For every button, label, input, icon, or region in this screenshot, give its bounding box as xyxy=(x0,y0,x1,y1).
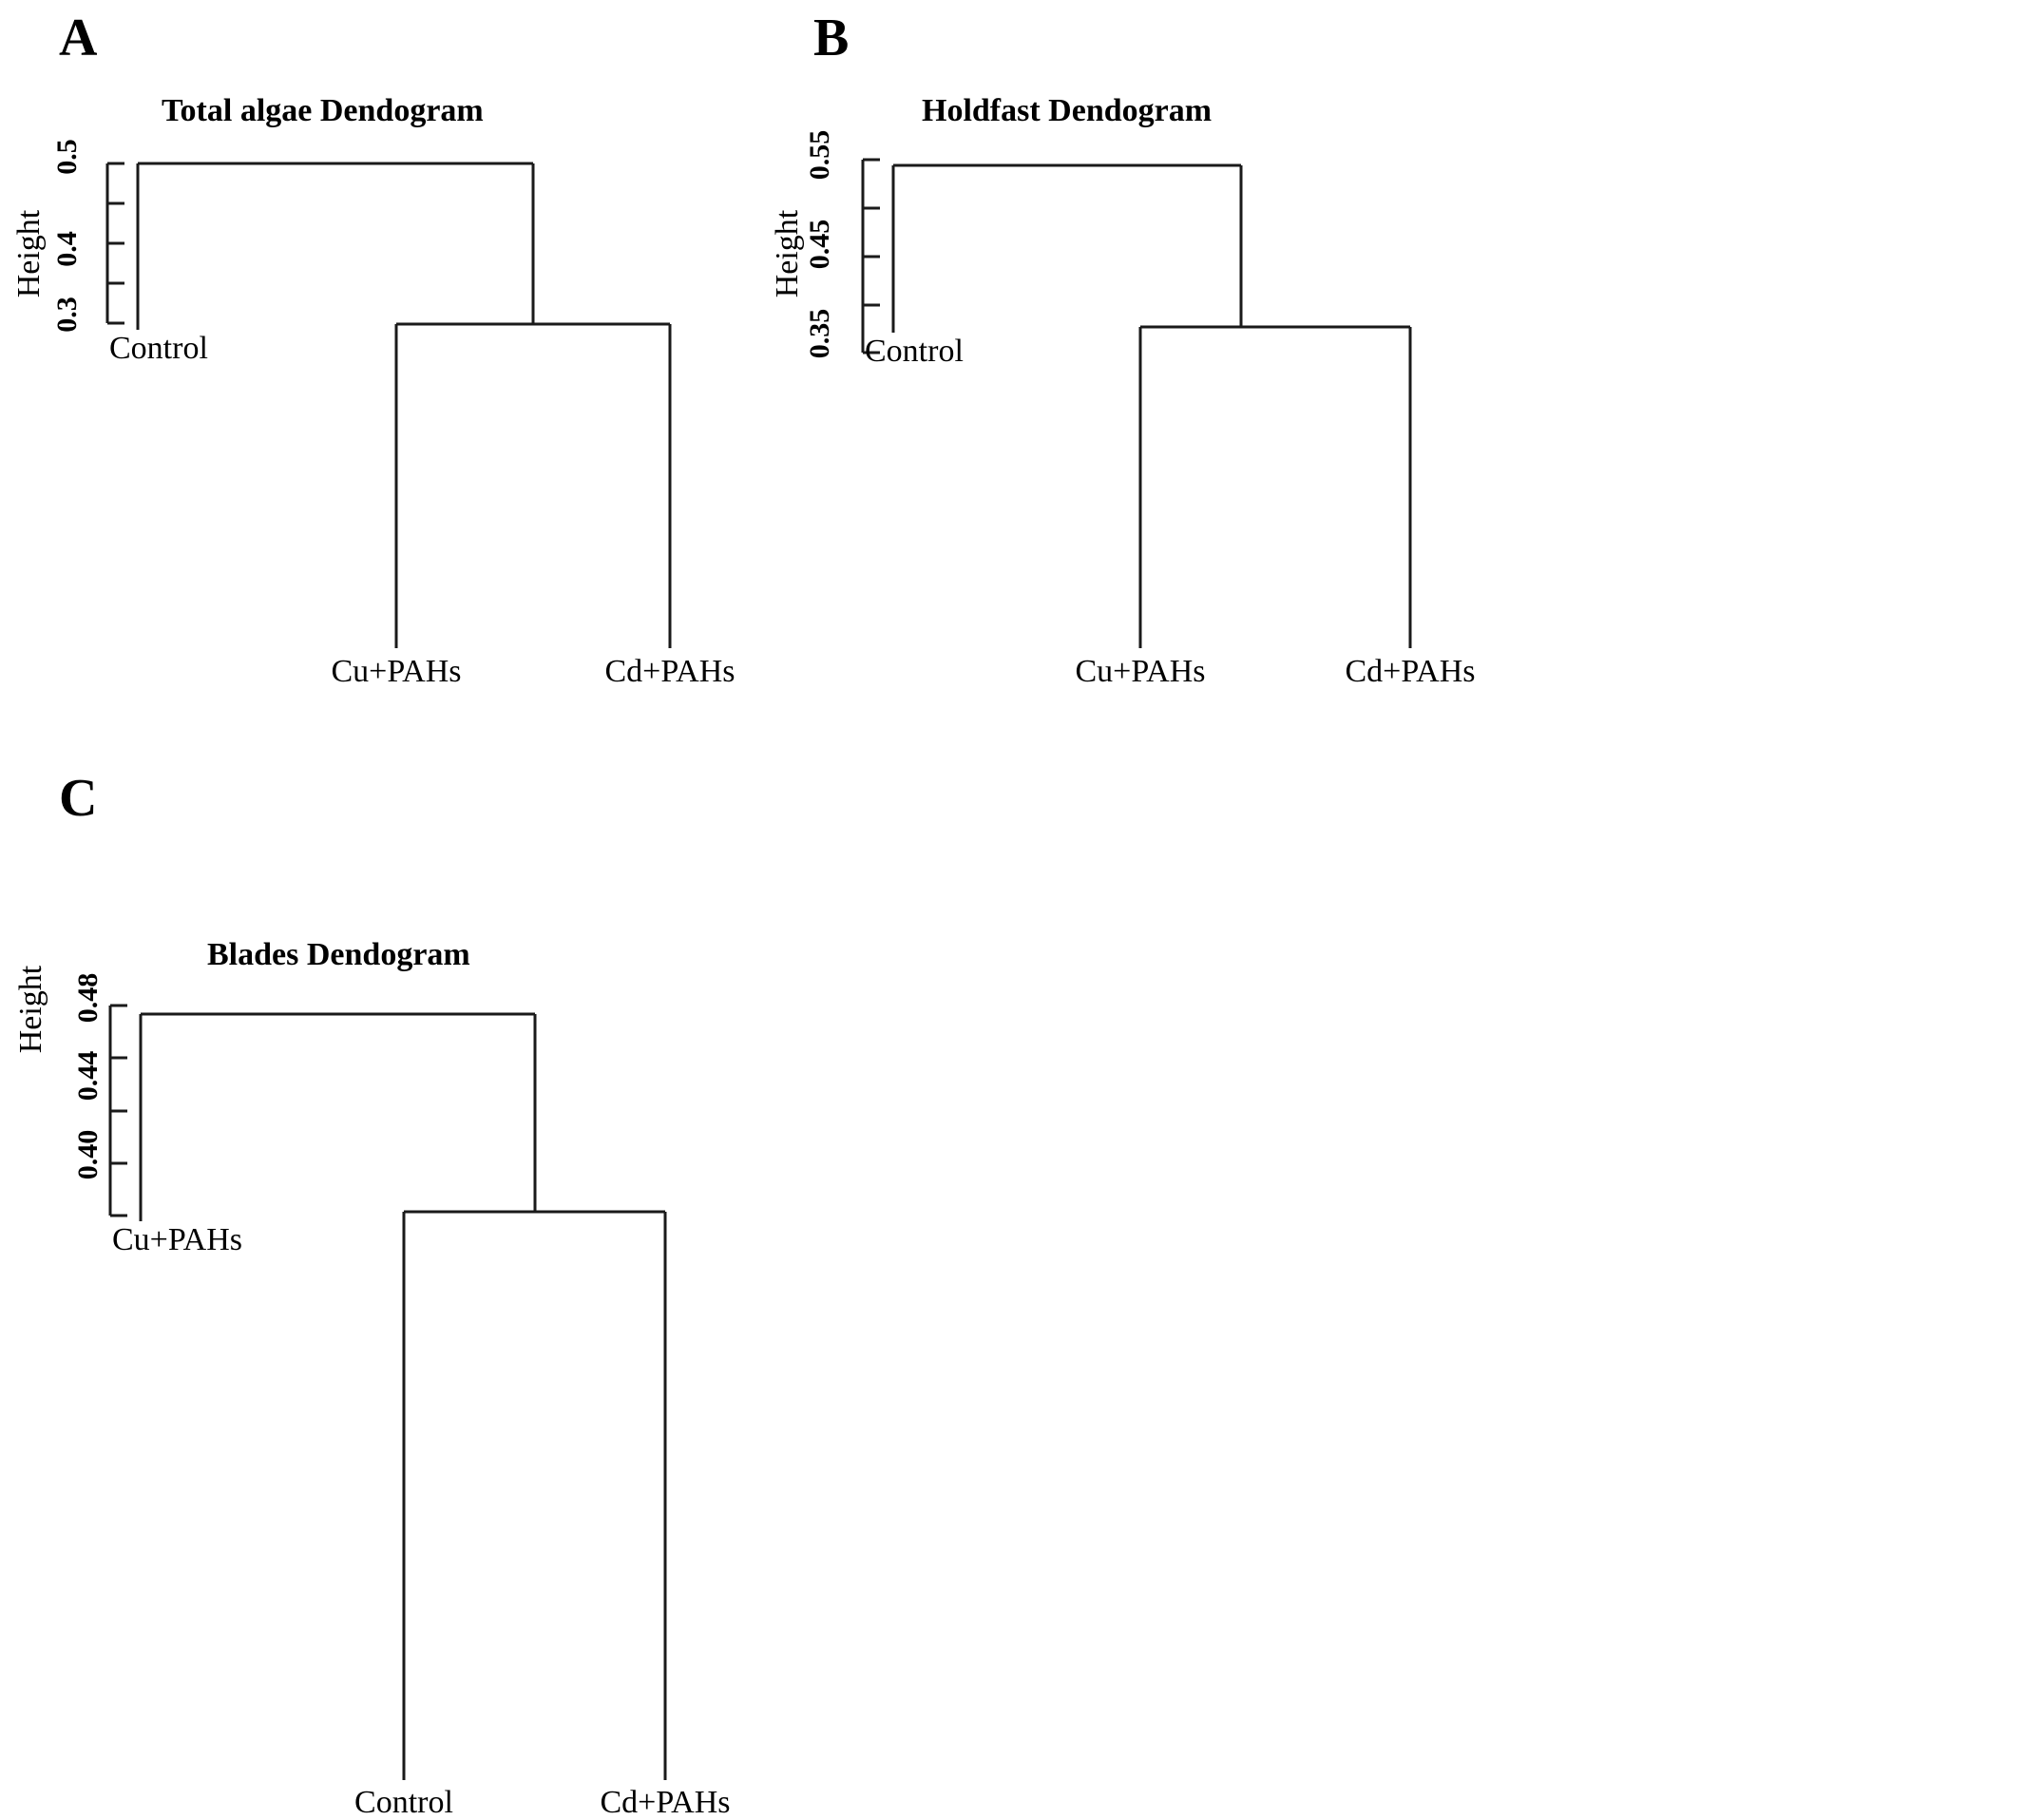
panel-c-leaf-control: Control xyxy=(354,1785,453,1820)
panel-b-leaf-control: Control xyxy=(865,334,964,369)
panel-b-axis xyxy=(861,158,880,354)
panel-c-letter: C xyxy=(59,769,98,828)
panel-a-leaf-control: Control xyxy=(109,331,208,366)
panel-a-title: Total algae Dendogram xyxy=(162,93,484,128)
panel-a-axis xyxy=(105,162,124,325)
panel-b-tick-label-top: 0.55 xyxy=(804,129,835,181)
panel-b-title: Holdfast Dendogram xyxy=(922,93,1213,128)
panel-b-axis-title: Height xyxy=(770,209,805,298)
panel-b-leaf-cd-pahs: Cd+PAHs xyxy=(1345,654,1476,689)
panel-c-plot xyxy=(108,1004,667,1780)
panel-b-leaf-cu-pahs: Cu+PAHs xyxy=(1075,654,1206,689)
panel-b-tick-label-bottom: 0.35 xyxy=(804,308,835,359)
panel-c: C Blades Dendogram Height 0.48 0.44 0.40 xyxy=(0,751,855,1819)
panel-a-tree xyxy=(136,162,672,648)
panel-a-plot xyxy=(105,162,672,648)
panel-b-tick-label-mid: 0.45 xyxy=(804,219,835,270)
panel-c-axis xyxy=(108,1004,127,1217)
panel-b-plot xyxy=(861,158,1412,648)
panel-a-leaf-cd-pahs: Cd+PAHs xyxy=(604,654,735,689)
panel-c-leaf-cu-pahs: Cu+PAHs xyxy=(112,1222,242,1257)
panel-c-leaf-cd-pahs: Cd+PAHs xyxy=(600,1785,731,1820)
panel-b-letter: B xyxy=(813,9,850,67)
panel-a-leaf-cu-pahs: Cu+PAHs xyxy=(331,654,462,689)
panel-c-title: Blades Dendogram xyxy=(207,937,470,972)
panel-a: A Total algae Dendogram Height 0.5 0.4 0… xyxy=(0,0,808,751)
panel-c-tree xyxy=(139,1012,667,1780)
panel-a-letter: A xyxy=(59,9,98,67)
panel-b-tree xyxy=(891,163,1412,648)
panel-b: B Holdfast Dendogram Height 0.55 0.45 0.… xyxy=(770,0,2025,751)
